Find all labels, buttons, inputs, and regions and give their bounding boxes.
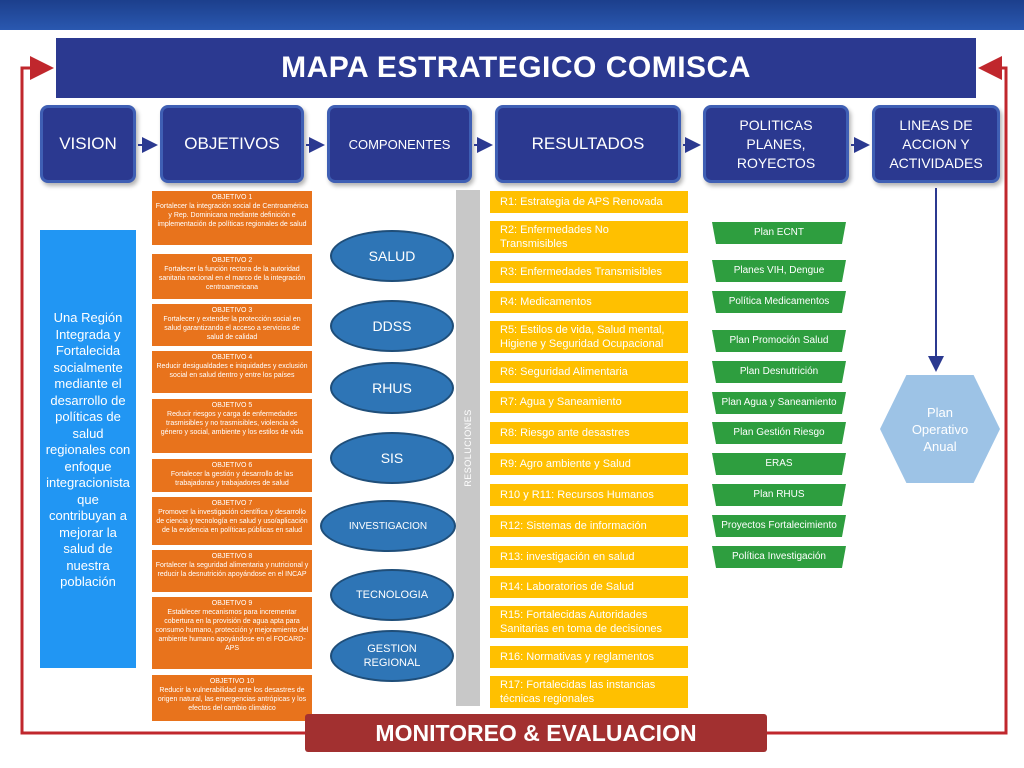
componente-tecnologia: TECNOLOGIA [330, 569, 454, 621]
componente-gestion-regional: GESTION REGIONAL [330, 630, 454, 682]
header-objetivos: OBJETIVOS [160, 105, 304, 183]
politica-item: Plan RHUS [712, 484, 846, 506]
objetivo-text: OBJETIVO 5 Reducir riesgos y carga de en… [160, 402, 304, 436]
objetivo-text: OBJETIVO 8 Fortalecer la seguridad alime… [155, 553, 309, 578]
resultado-item: R3: Enfermedades Transmisibles [490, 261, 688, 283]
feedback-arrow-left [20, 56, 305, 735]
resultado-item: R12: Sistemas de información [490, 515, 688, 537]
componente-ddss: DDSS [330, 300, 454, 352]
objetivo-text: OBJETIVO 4 Reducir desigualdades e iniqu… [156, 354, 308, 379]
componente-investigacion: INVESTIGACION [320, 500, 456, 552]
politica-item: ERAS [712, 453, 846, 475]
politica-item: Plan Gestión Riesgo [712, 422, 846, 444]
vision-statement: Una Región Integrada y Fortalecida socia… [40, 230, 136, 668]
objetivo-text: OBJETIVO 2 Fortalecer la función rectora… [158, 257, 306, 291]
componente-rhus: RHUS [330, 362, 454, 414]
resultado-item: R15: Fortalecidas Autoridades Sanitarias… [490, 606, 688, 638]
plan-operativo-label: Plan Operativo Anual [911, 404, 969, 454]
resultado-item: R1: Estrategia de APS Renovada [490, 191, 688, 213]
header-vision: VISION [40, 105, 136, 183]
objetivo-box: OBJETIVO 3 Fortalecer y extender la prot… [152, 304, 312, 346]
politica-item: Política Medicamentos [712, 291, 846, 313]
politica-item: Plan Promoción Salud [712, 330, 846, 352]
objetivo-box: OBJETIVO 2 Fortalecer la función rectora… [152, 254, 312, 299]
objetivo-box: OBJETIVO 10 Reducir la vulnerabilidad an… [152, 675, 312, 721]
header-lineas: LINEAS DE ACCION Y ACTIVIDADES [872, 105, 1000, 183]
objetivo-box: OBJETIVO 8 Fortalecer la seguridad alime… [152, 550, 312, 592]
plan-operativo-hexagon: Plan Operativo Anual [880, 375, 1000, 483]
componente-sis: SIS [330, 432, 454, 484]
politica-item: Plan ECNT [712, 222, 846, 244]
objetivo-box: OBJETIVO 6 Fortalecer la gestión y desar… [152, 459, 312, 492]
resultado-item: R16: Normativas y reglamentos [490, 646, 688, 668]
header-politicas: POLITICAS PLANES, ROYECTOS [703, 105, 849, 183]
resultado-item: R17: Fortalecidas las instancias técnica… [490, 676, 688, 708]
objetivo-box: OBJETIVO 9 Establecer mecanismos para in… [152, 597, 312, 669]
objetivo-text: OBJETIVO 7 Promover la investigación cie… [156, 500, 308, 534]
header-resultados: RESULTADOS [495, 105, 681, 183]
resultado-item: R6: Seguridad Alimentaria [490, 361, 688, 383]
header-componentes: COMPONENTES [327, 105, 472, 183]
resultado-item: R4: Medicamentos [490, 291, 688, 313]
politica-item: Plan Desnutrición [712, 361, 846, 383]
resultado-item: R7: Agua y Saneamiento [490, 391, 688, 413]
top-banner [0, 0, 1024, 30]
objetivo-box: OBJETIVO 4 Reducir desigualdades e iniqu… [152, 351, 312, 393]
politica-item: Política Investigación [712, 546, 846, 568]
objetivo-text: OBJETIVO 6 Fortalecer la gestión y desar… [170, 462, 294, 487]
resoluciones-bar: RESOLUCIONES [456, 190, 480, 706]
objetivo-text: OBJETIVO 9 Establecer mecanismos para in… [155, 600, 309, 652]
monitoreo-evaluacion-banner: MONITOREO & EVALUACION [305, 714, 767, 752]
componente-salud: SALUD [330, 230, 454, 282]
resultado-item: R10 y R11: Recursos Humanos [490, 484, 688, 506]
objetivo-text: OBJETIVO 1 Fortalecer la integración soc… [155, 194, 309, 228]
objetivo-text: OBJETIVO 10 Reducir la vulnerabilidad an… [157, 678, 307, 712]
politica-item: Proyectos Fortalecimiento [712, 515, 846, 537]
feedback-arrow-right [767, 56, 1008, 735]
page-title: MAPA ESTRATEGICO COMISCA [56, 38, 976, 98]
resultado-item: R5: Estilos de vida, Salud mental, Higie… [490, 321, 688, 353]
objetivo-text: OBJETIVO 3 Fortalecer y extender la prot… [163, 307, 301, 341]
objetivo-box: OBJETIVO 7 Promover la investigación cie… [152, 497, 312, 545]
resultado-item: R14: Laboratorios de Salud [490, 576, 688, 598]
objetivo-box: OBJETIVO 5 Reducir riesgos y carga de en… [152, 399, 312, 453]
resultado-item: R2: Enfermedades No Transmisibles [490, 221, 688, 253]
objetivo-box: OBJETIVO 1 Fortalecer la integración soc… [152, 191, 312, 245]
resultado-item: R8: Riesgo ante desastres [490, 422, 688, 444]
resultado-item: R9: Agro ambiente y Salud [490, 453, 688, 475]
politica-item: Planes VIH, Dengue [712, 260, 846, 282]
resultado-item: R13: investigación en salud [490, 546, 688, 568]
politica-item: Plan Agua y Saneamiento [712, 392, 846, 414]
